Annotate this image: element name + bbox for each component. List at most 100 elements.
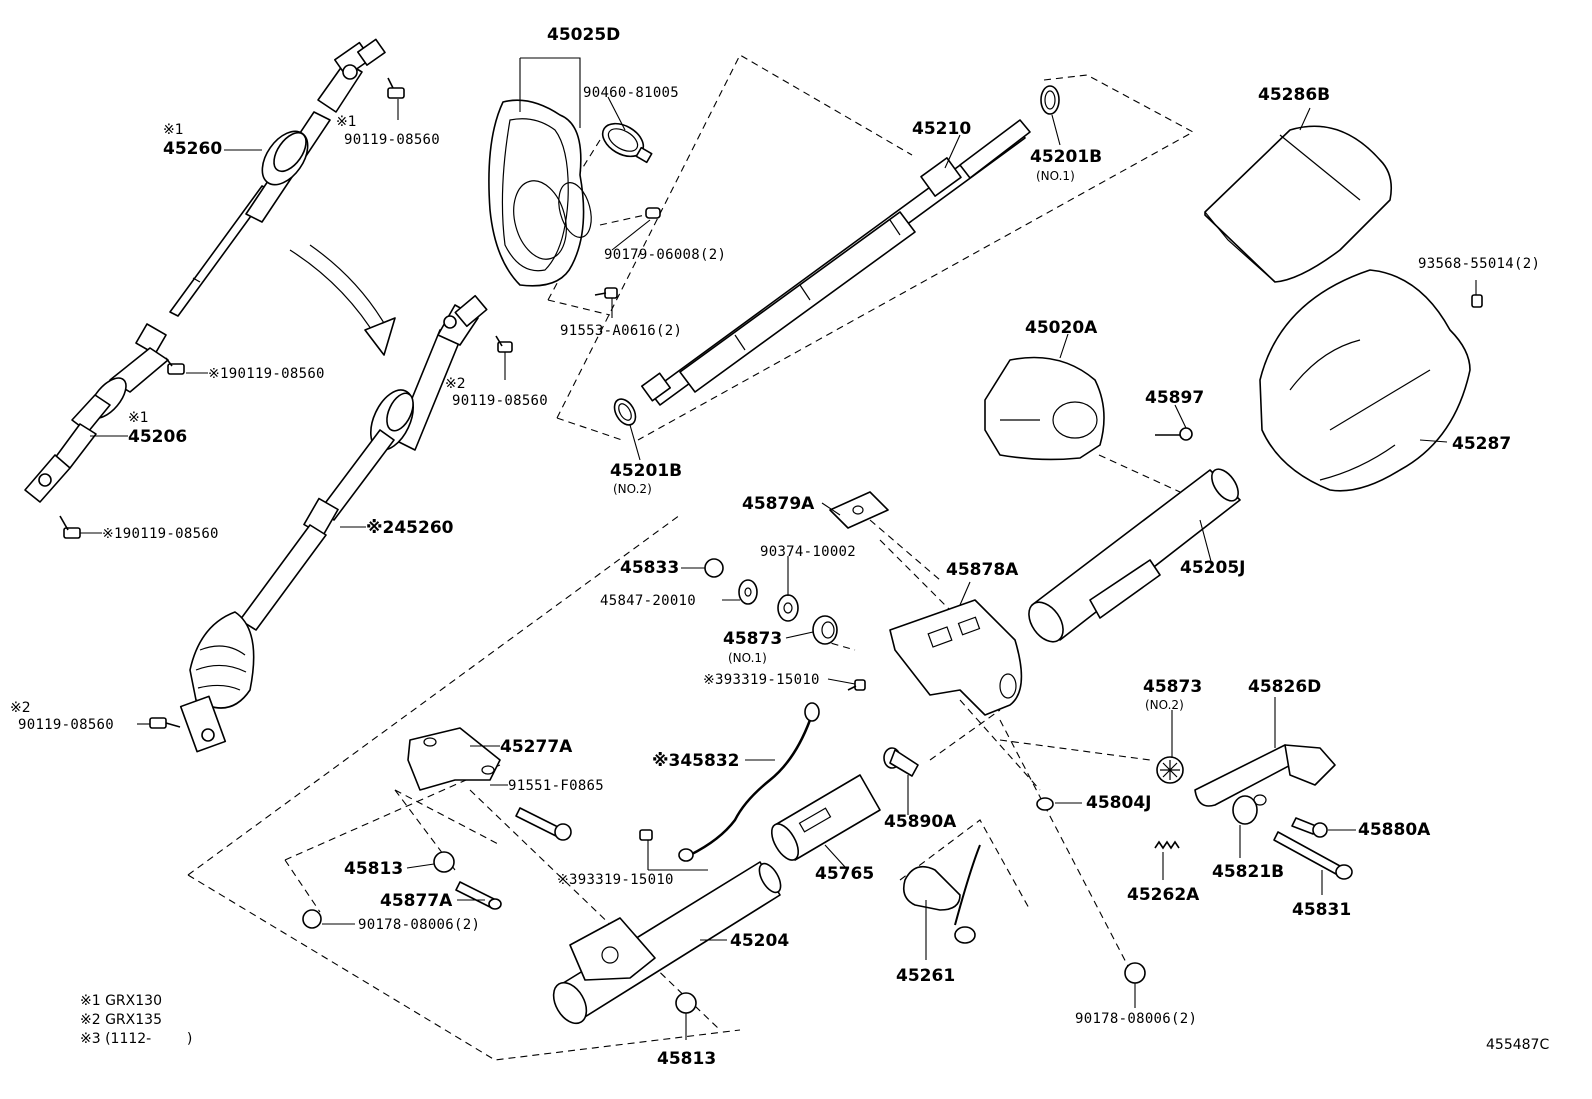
label-90374-10002: 90374-10002 [760, 544, 856, 560]
label-45201B-no2: 45201B [610, 461, 682, 481]
label-90178-08006-a: 90178-08006(2) [358, 917, 480, 933]
leader-lines [80, 57, 1477, 1040]
clip-90179-drawing [645, 207, 661, 219]
label-no2-b: (NO.2) [1145, 698, 1184, 712]
label-45879A: 45879A [742, 494, 815, 514]
label-45287: 45287 [1452, 434, 1511, 454]
lower-cover-45287-drawing [1259, 269, 1471, 492]
label-90178-08006-b: 90178-08006(2) [1075, 1011, 1197, 1027]
intermediate-shaft-lower-drawing [179, 294, 488, 753]
label-93319-15010-b: ※393319-15010 [557, 872, 674, 888]
nut-45804J-drawing [1036, 797, 1054, 811]
label-45201B-no1: 45201B [1030, 147, 1102, 167]
label-45821B: 45821B [1212, 862, 1284, 882]
label-90119-08560-b: ※190119-08560 [208, 366, 325, 382]
bolt-45831-drawing [1273, 831, 1353, 880]
label-no2-a: (NO.2) [613, 482, 652, 496]
label-mark1-b: ※1 [336, 114, 357, 130]
label-45210: 45210 [912, 119, 971, 139]
label-90119-08560-e: 90119-08560 [18, 717, 114, 733]
bracket-45878A-drawing [889, 599, 1023, 716]
label-45262A: 45262A [1127, 885, 1200, 905]
label-45205J: 45205J [1180, 558, 1245, 578]
spring-45261-drawing [902, 844, 981, 944]
bolt-90119-mid-drawing [165, 357, 185, 375]
spring-45262A-drawing [1154, 840, 1180, 850]
label-45897: 45897 [1145, 388, 1204, 408]
column-tube-45205J-drawing [1028, 468, 1241, 643]
sleeve-45877A-drawing [455, 881, 502, 910]
label-90179-06008: 90179-06008(2) [604, 247, 726, 263]
footnote-3: ※3 (1112- ) [80, 1031, 192, 1047]
bolt-45890A-drawing [883, 747, 919, 777]
label-no1-a: (NO.1) [1036, 169, 1075, 183]
label-45832: ※345832 [652, 751, 740, 771]
part-labels: 45025D 90460-81005 90179-06008(2) 91553-… [10, 25, 1540, 1069]
screw-93319-lower-drawing [639, 829, 653, 841]
bolt-90119-bottom-drawing [149, 717, 181, 729]
label-45260-upper: 45260 [163, 139, 222, 159]
nut-45813-left-drawing [433, 851, 455, 873]
screw-93568-drawing [1471, 294, 1483, 308]
bearing-45201B-no2-drawing [613, 398, 637, 426]
upper-cover-45286B-drawing [1204, 125, 1393, 283]
label-mark2-b: ※2 [10, 700, 31, 716]
bushing-45873-no1-drawing [812, 615, 838, 645]
label-45877A: 45877A [380, 891, 453, 911]
bolt-45880A-drawing [1291, 817, 1328, 838]
label-45206: 45206 [128, 427, 187, 447]
label-91553-A0616: 91553-A0616(2) [560, 323, 682, 339]
nut-45813-bottom-drawing [675, 992, 697, 1014]
label-90119-08560-d: 90119-08560 [452, 393, 548, 409]
intermediate-shaft-upper-drawing [169, 38, 386, 317]
bearing-45201B-no1-drawing [1040, 85, 1060, 115]
sleeve-45765-drawing [770, 774, 881, 861]
screw-93319-upper-drawing [847, 679, 866, 691]
label-45847-20010: 45847-20010 [600, 593, 696, 609]
bolt-90119-low-drawing [59, 515, 81, 539]
label-45813-left: 45813 [344, 859, 403, 879]
label-45204: 45204 [730, 931, 789, 951]
label-45261: 45261 [896, 966, 955, 986]
cam-45821B-drawing [1232, 794, 1267, 825]
label-45831: 45831 [1292, 900, 1351, 920]
footnotes: ※1 GRX130 ※2 GRX135 ※3 (1112- ) [80, 993, 192, 1047]
label-93568-55014: 93568-55014(2) [1418, 256, 1540, 272]
bolt-91553-drawing [594, 287, 618, 299]
label-45873-no2: 45873 [1143, 677, 1202, 697]
nut-45833-drawing [704, 558, 724, 578]
label-45025D: 45025D [547, 25, 620, 45]
bushing-45873-no2-drawing [1156, 756, 1184, 784]
label-91551-F0865: 91551-F0865 [508, 778, 604, 794]
footnote-1: ※1 GRX130 [80, 993, 162, 1009]
label-45020A: 45020A [1025, 318, 1098, 338]
label-45826D: 45826D [1248, 677, 1321, 697]
label-mark1-a: ※1 [163, 122, 184, 138]
nut-90178-right-drawing [1124, 962, 1146, 984]
ground-wire-45832-drawing [678, 702, 820, 862]
label-90119-08560-a: 90119-08560 [344, 132, 440, 148]
label-45890A: 45890A [884, 812, 957, 832]
direction-arrow [289, 244, 396, 356]
main-shaft-45210-drawing [641, 119, 1031, 406]
dust-seal-45025D-drawing [488, 99, 592, 287]
label-no1-b: (NO.1) [728, 651, 767, 665]
bracket-45277A-drawing [407, 727, 501, 791]
footnote-2: ※2 GRX135 [80, 1012, 162, 1028]
bolt-90119-upper-drawing [387, 77, 405, 99]
label-45804J: 45804J [1086, 793, 1151, 813]
bolt-91551-drawing [515, 807, 572, 841]
figure-code: 455487C [1486, 1037, 1549, 1053]
lock-housing-45020A-drawing [984, 356, 1105, 461]
label-mark1-c: ※1 [128, 410, 149, 426]
bolt-45897-drawing [1155, 427, 1193, 441]
label-45813-bottom: 45813 [657, 1049, 716, 1069]
nut-90178-left-drawing [302, 909, 322, 929]
label-93319-15010-a: ※393319-15010 [703, 672, 820, 688]
label-45878A: 45878A [946, 560, 1019, 580]
plate-45879A-drawing [829, 491, 889, 529]
lever-45826D-drawing [1194, 744, 1336, 807]
bolt-90119-right-drawing [495, 335, 513, 353]
label-45880A: 45880A [1358, 820, 1431, 840]
